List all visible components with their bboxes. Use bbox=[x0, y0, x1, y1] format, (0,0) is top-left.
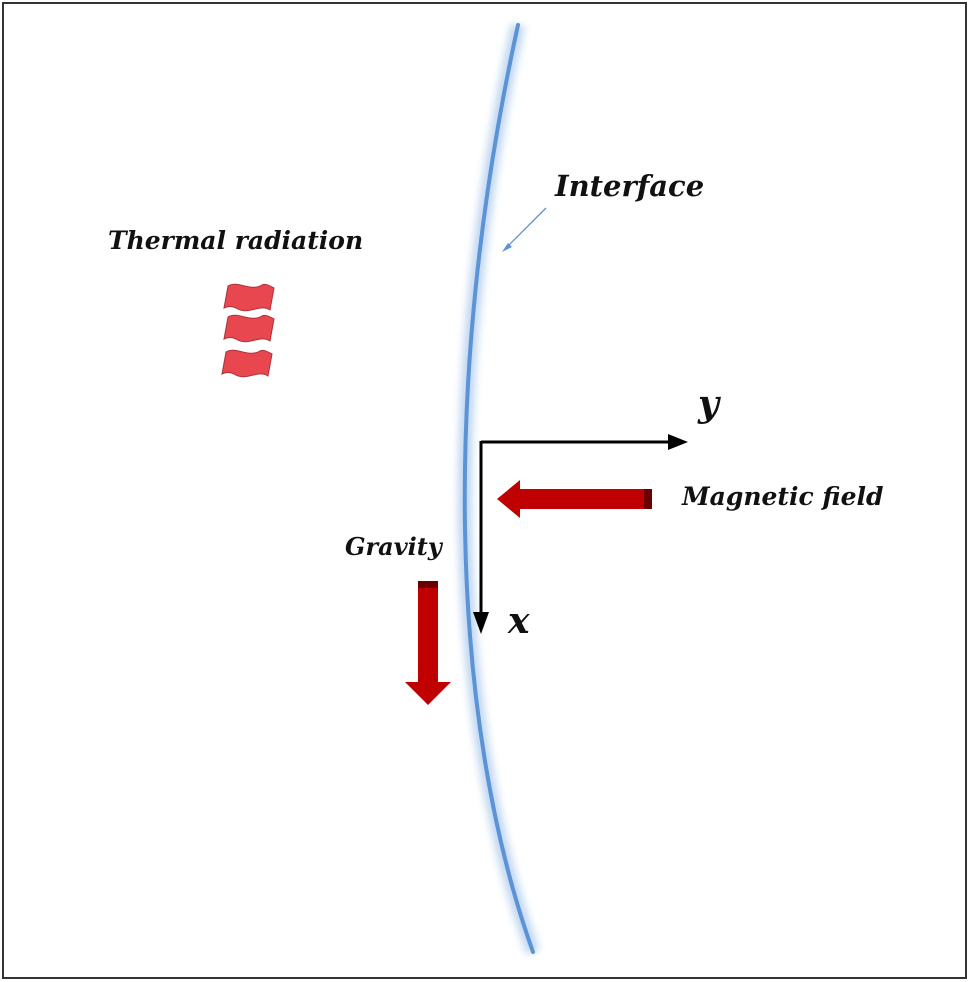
arrow-left-icon bbox=[497, 480, 652, 518]
arrow-down-icon bbox=[405, 581, 451, 705]
interface-pointer bbox=[502, 207, 547, 252]
interface-curve bbox=[457, 23, 540, 955]
gravity-label: Gravity bbox=[345, 532, 444, 561]
x-axis-label: x bbox=[507, 600, 530, 642]
radiation-wave-2 bbox=[223, 314, 275, 343]
y-axis-arrow bbox=[481, 434, 688, 450]
thermal-radiation-label: Thermal radiation bbox=[108, 226, 363, 255]
radiation-wave-1 bbox=[223, 283, 275, 312]
y-axis-label: y bbox=[697, 383, 721, 425]
magnetic-field-label: Magnetic field bbox=[681, 482, 883, 511]
radiation-wave-3 bbox=[221, 349, 273, 378]
wavy-flag-icon bbox=[221, 283, 275, 378]
x-axis-arrow bbox=[473, 441, 489, 634]
interface-line bbox=[462, 23, 535, 954]
interface-label: Interface bbox=[554, 169, 704, 203]
